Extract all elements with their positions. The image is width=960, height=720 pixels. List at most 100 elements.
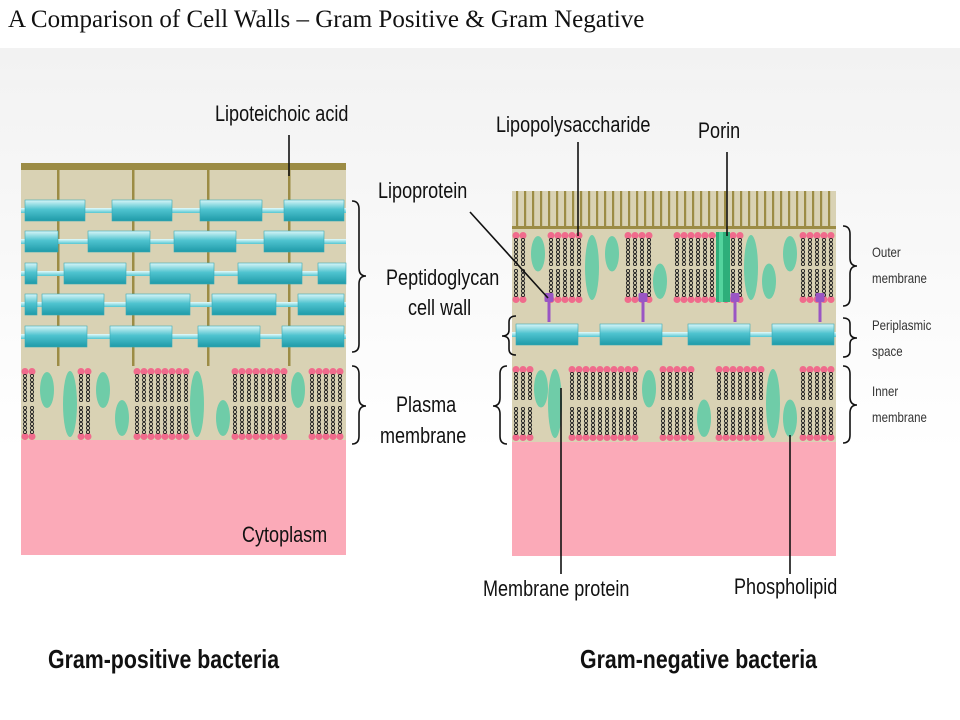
lps-strand	[780, 191, 783, 229]
gn-outer-lipid-head	[708, 232, 716, 239]
gp-lipid-protein	[96, 372, 110, 408]
gp-peptidoglycan-glycan	[24, 230, 59, 253]
gn-inner-lipid-tail	[590, 372, 596, 435]
gp-lipid-head	[175, 368, 183, 375]
gp-lipid-protein	[40, 372, 54, 408]
gn-inner-lipid-head	[736, 366, 744, 373]
lps-strand	[668, 191, 671, 229]
gn-inner-lipid-tail	[597, 372, 603, 435]
gn-inner-lipid-head	[750, 434, 758, 441]
gn-peptidoglycan-layer	[512, 323, 836, 346]
lipoprotein-stalk	[733, 300, 737, 322]
gp-lipid-head	[21, 433, 29, 440]
gn-outer-lipid-head	[624, 232, 632, 239]
gn-inner-lipid-protein	[766, 369, 780, 438]
gp-lipid-head	[147, 433, 155, 440]
gn-inner-lipid-head	[827, 366, 835, 373]
gn-inner-lipid-head	[806, 366, 814, 373]
gn-inner-lipid-head	[813, 434, 821, 441]
gn-inner-lipid-head	[589, 434, 597, 441]
gram-positive-panel	[21, 163, 347, 555]
gp-lipid-head	[259, 433, 267, 440]
gp-peptidoglycan-glycan	[87, 230, 151, 253]
lps-strand	[764, 191, 767, 229]
gn-inner-lipid-head	[596, 434, 604, 441]
gn-outer-lipid-head	[827, 296, 835, 303]
gp-peptidoglycan-glycan	[24, 262, 38, 285]
gn-inner-lipid-head	[603, 366, 611, 373]
gn-inner-lipid-tail	[625, 372, 631, 435]
lps-strand	[564, 191, 567, 229]
lps-strand	[796, 191, 799, 229]
gn-outer-lipid-tail	[828, 238, 834, 297]
gn-outer-lipid-head	[799, 232, 807, 239]
label-porin: Porin	[698, 118, 741, 143]
gn-inner-lipid-protein	[697, 399, 711, 437]
lps-strand	[748, 191, 751, 229]
gp-lipid-head	[84, 433, 92, 440]
gp-lipid-head	[154, 433, 162, 440]
gn-outer-lipid-head	[547, 232, 555, 239]
lps-strand	[820, 191, 823, 229]
gp-lipid-head	[329, 433, 337, 440]
label-outer-membrane-line2: membrane	[872, 270, 927, 286]
inner-membrane-bracket	[842, 365, 858, 444]
gn-outer-lipid-head	[729, 232, 737, 239]
lipoprotein-head	[815, 293, 825, 302]
gn-inner-lipid-head	[526, 366, 534, 373]
gp-lipid-head	[329, 368, 337, 375]
gn-inner-membrane-bg	[512, 365, 836, 442]
gp-lipid-tail	[141, 374, 147, 434]
gp-peptidoglycan-glycan	[281, 325, 345, 348]
gn-inner-lipid-head	[568, 366, 576, 373]
gp-peptidoglycan-glycan	[111, 199, 173, 222]
gp-lipid-head	[252, 368, 260, 375]
gn-inner-lipid-head	[610, 434, 618, 441]
lps-strand	[732, 191, 735, 229]
lps-strand	[596, 191, 599, 229]
gn-outer-lipid-head	[568, 296, 576, 303]
lps-strand	[740, 191, 743, 229]
gp-lipid-tail	[22, 374, 28, 434]
gp-lipid-head	[21, 368, 29, 375]
gp-lipid-tail	[78, 374, 84, 434]
gn-inner-lipid-head	[722, 366, 730, 373]
gp-lipid-head	[259, 368, 267, 375]
gn-inner-lipid-head	[729, 434, 737, 441]
label-outer-membrane-line1: Outer	[872, 244, 901, 260]
lipoprotein-head	[638, 293, 648, 302]
gn-inner-lipid-tail	[604, 372, 610, 435]
gn-inner-lipid-head	[659, 434, 667, 441]
gp-cytoplasm	[21, 440, 346, 555]
lps-strand	[572, 191, 575, 229]
gn-inner-lipid-protein	[534, 370, 548, 408]
gp-peptidoglycan-glycan	[24, 199, 86, 222]
gp-lipid-tail	[323, 374, 329, 434]
gp-lipid-tail	[260, 374, 266, 434]
peptidoglycan-bracket	[351, 200, 367, 353]
gn-outer-lipid-tail	[702, 238, 708, 297]
lps-strand	[604, 191, 607, 229]
gn-outer-lipid-head	[799, 296, 807, 303]
label-peptidoglycan-line1: Peptidoglycan	[386, 265, 500, 290]
gp-peptidoglycan-glycan	[109, 325, 173, 348]
gn-outer-lipid-head	[512, 296, 520, 303]
gn-inner-lipid-tail	[520, 372, 526, 435]
gn-outer-lipid-head	[694, 232, 702, 239]
lps-strand	[588, 191, 591, 229]
gp-lipid-head	[245, 433, 253, 440]
gn-inner-lipid-head	[813, 366, 821, 373]
gn-outer-lipid-protein	[585, 235, 599, 300]
gp-lipid-tail	[239, 374, 245, 434]
gn-inner-lipid-head	[673, 434, 681, 441]
gn-inner-lipid-head	[687, 434, 695, 441]
gp-peptidoglycan-bridge	[21, 208, 346, 213]
gp-lipid-head	[154, 368, 162, 375]
gn-outer-lipid-tail	[695, 238, 701, 297]
lps-strand	[580, 191, 583, 229]
gp-peptidoglycan-glycan	[199, 199, 263, 222]
label-plasma-membrane-line2: membrane	[380, 423, 467, 448]
gp-lipid-head	[315, 433, 323, 440]
gn-outer-lipid-tail	[737, 238, 743, 297]
